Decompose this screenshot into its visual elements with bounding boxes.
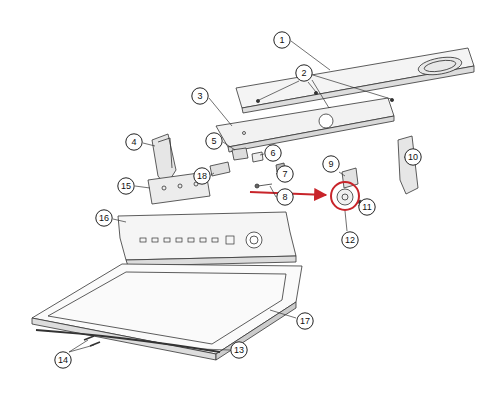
callout-number: 2: [301, 68, 306, 78]
callout-circle: 12: [341, 231, 359, 249]
callout-circle: 13: [230, 341, 248, 359]
callout-number: 1: [279, 35, 284, 45]
callout-number: 4: [131, 137, 136, 147]
callout-circle: 3: [191, 87, 209, 105]
callout-circle: 10: [404, 148, 422, 166]
callout-circle: 17: [296, 312, 314, 330]
callout-number: 5: [211, 136, 216, 146]
callout-circle: 18: [193, 167, 211, 185]
callout-number: 13: [234, 345, 244, 355]
callout-number: 18: [197, 171, 207, 181]
callout-number: 3: [197, 91, 202, 101]
callout-number: 11: [362, 202, 371, 212]
callout-number: 15: [121, 181, 131, 191]
callout-circle: 14: [54, 351, 72, 369]
callout-circle: 9: [322, 155, 340, 173]
callout-number: 17: [300, 316, 310, 326]
callout-circle: 16: [95, 209, 113, 227]
callout-number: 7: [282, 169, 287, 179]
callout-circle: 4: [125, 133, 143, 151]
callout-number: 14: [58, 355, 68, 365]
callout-number: 8: [282, 192, 287, 202]
callout-circle: 8: [276, 188, 294, 206]
callout-number: 10: [408, 152, 418, 162]
callout-circle: 1: [273, 31, 291, 49]
callout-circle: 15: [117, 177, 135, 195]
callout-circle: 5: [205, 132, 223, 150]
callout-number: 16: [99, 213, 109, 223]
callout-number: 9: [328, 159, 333, 169]
callout-number: 12: [345, 235, 355, 245]
callout-circle: 7: [276, 165, 294, 183]
callout-circle: 11: [358, 198, 376, 216]
callout-number: 6: [270, 148, 275, 158]
callout-circle: 2: [295, 64, 313, 82]
callout-circle: 6: [264, 144, 282, 162]
